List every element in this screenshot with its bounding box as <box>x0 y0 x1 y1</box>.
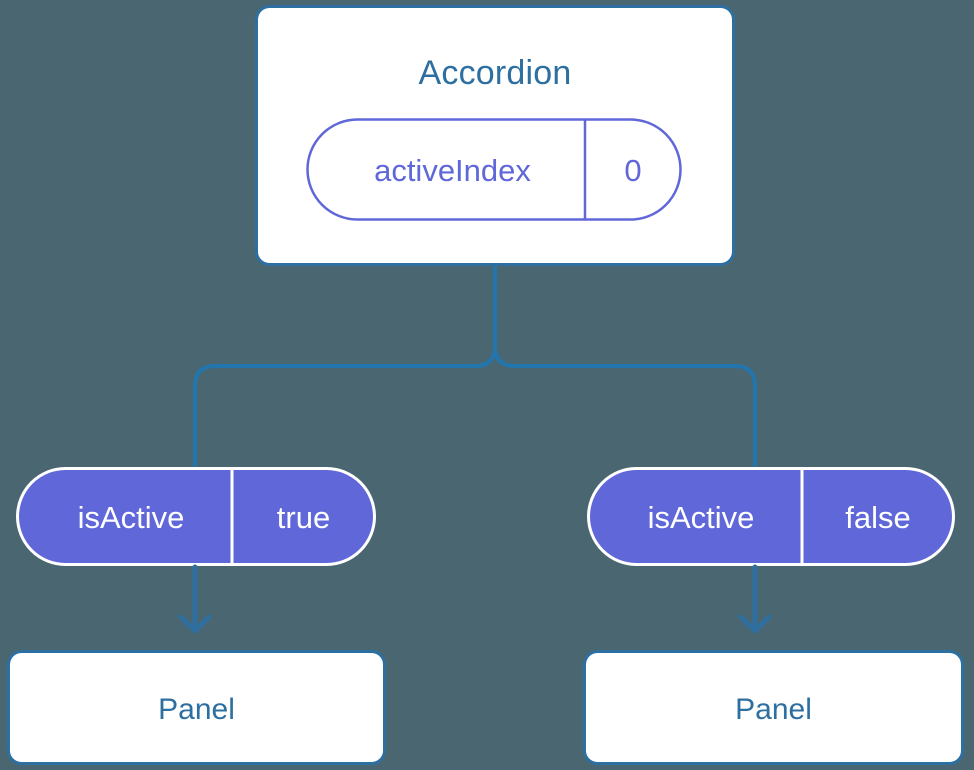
left-prop-pill[interactable] <box>16 467 376 566</box>
accordion-card-title: Accordion <box>418 54 572 92</box>
left-down-arrow-icon <box>178 564 212 634</box>
state-pill-body <box>306 118 682 221</box>
state-pill-key: activeIndex <box>374 152 531 188</box>
state-pill-value: 0 <box>624 152 642 188</box>
right-prop-pill[interactable] <box>587 467 955 566</box>
arrows <box>178 564 772 634</box>
right-panel-title: Panel <box>735 693 812 726</box>
right-down-arrow-icon <box>738 564 772 634</box>
left-prop-pill-key: isActive <box>77 499 185 535</box>
left-panel-box[interactable] <box>7 650 386 765</box>
right-prop-pill-body <box>587 467 955 566</box>
right-prop-pill-value: false <box>845 499 911 535</box>
right-prop-pill-key: isActive <box>647 499 755 535</box>
connector-left-branch <box>193 344 497 470</box>
connector-right-branch <box>493 344 757 470</box>
right-panel-box[interactable] <box>583 650 964 765</box>
state-pill[interactable] <box>306 118 682 221</box>
connector-lines <box>193 266 757 470</box>
left-prop-pill-value: true <box>276 499 331 535</box>
left-panel-title: Panel <box>158 693 235 726</box>
left-prop-pill-body <box>16 467 376 566</box>
